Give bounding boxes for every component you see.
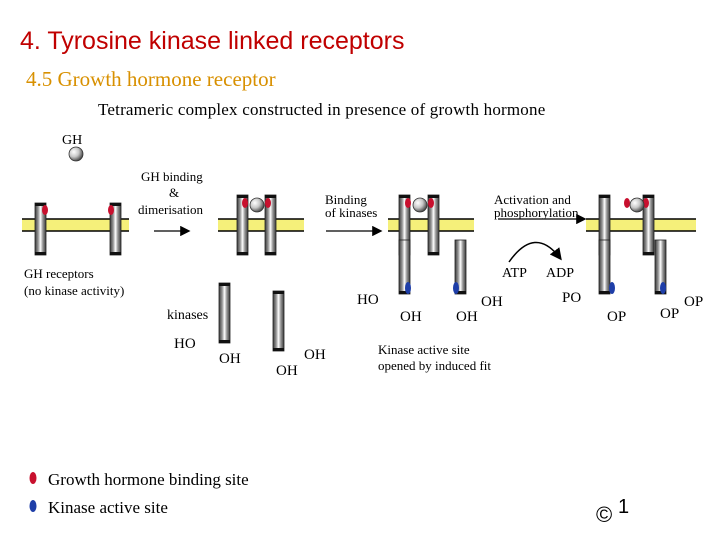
page-number: 1 xyxy=(618,496,630,518)
gh-binding-site xyxy=(108,205,114,215)
gh-binding-site xyxy=(42,205,48,215)
kinase xyxy=(218,282,231,344)
phosphate-group: OP xyxy=(684,294,704,310)
growth-hormone-molecule xyxy=(68,146,84,162)
phosphate-group: OP xyxy=(660,306,680,322)
hydroxyl-group: HO xyxy=(174,336,196,352)
growth-hormone-molecule xyxy=(412,197,428,213)
kinase xyxy=(453,239,467,295)
gh-binding-label-2: & xyxy=(169,185,180,200)
curved-arrow-icon xyxy=(508,241,562,263)
legend-kinase-site-label: Kinase active site xyxy=(48,498,168,517)
activation-label-1: Activation and xyxy=(494,192,571,207)
gh-binding-label-1: GH binding xyxy=(141,169,203,184)
legend-growth-site-label: Growth hormone binding site xyxy=(48,470,249,489)
kinase-site-label-1: Kinase active site xyxy=(378,342,470,357)
gh-label: GH xyxy=(62,133,83,148)
kinase xyxy=(654,239,667,295)
gh-binding-site xyxy=(265,198,271,208)
hydroxyl-group: OH xyxy=(304,347,326,363)
receptor xyxy=(108,202,122,256)
kinase xyxy=(598,239,615,295)
kinases-label: kinases xyxy=(167,308,209,323)
slide-subtitle: 4.5 Growth hormone receptor xyxy=(26,67,276,91)
gh-binding-site xyxy=(242,198,248,208)
legend-kinase-site-icon xyxy=(29,500,37,512)
receptor xyxy=(427,194,440,256)
hydroxyl-group: OH xyxy=(456,309,478,325)
adp-label: ADP xyxy=(546,266,575,281)
hydroxyl-group: OH xyxy=(400,309,422,325)
gh-binding-site xyxy=(405,198,411,208)
phosphate-group: OP xyxy=(607,309,627,325)
copyright-symbol: © xyxy=(596,502,613,527)
activation-label-2: phosphorylation xyxy=(494,205,579,220)
growth-hormone-molecule xyxy=(629,197,645,213)
hydroxyl-group: OH xyxy=(481,294,503,310)
cell-membrane xyxy=(218,218,304,232)
kinase xyxy=(398,239,411,295)
kinase-active-site xyxy=(405,282,411,294)
legend-growth-site-icon xyxy=(29,472,37,484)
receptor xyxy=(642,194,655,256)
receptor xyxy=(34,202,48,256)
slide-title: 4. Tyrosine kinase linked receptors xyxy=(20,27,405,55)
phosphate-group: PO xyxy=(562,290,582,306)
gh-binding-site xyxy=(428,198,434,208)
gh-binding-site xyxy=(624,198,630,208)
hydroxyl-group: OH xyxy=(276,363,298,379)
gh-binding-label-3: dimerisation xyxy=(138,202,203,217)
gh-receptors-label-1: GH receptors xyxy=(24,266,94,281)
hydroxyl-group: HO xyxy=(357,292,379,308)
kinase-active-site xyxy=(660,282,666,294)
kinase-site-label-2: opened by induced fit xyxy=(378,358,491,373)
growth-hormone-molecule xyxy=(249,197,265,213)
atp-label: ATP xyxy=(502,266,527,281)
kinase-active-site xyxy=(453,282,459,294)
slide-caption: Tetrameric complex constructed in presen… xyxy=(98,100,546,119)
gh-receptors-label-2: (no kinase activity) xyxy=(24,283,125,298)
kinase xyxy=(272,290,285,352)
binding-kinases-label-2: of kinases xyxy=(325,205,378,220)
receptor xyxy=(264,194,277,256)
gh-binding-site xyxy=(643,198,649,208)
receptor xyxy=(236,194,249,256)
hydroxyl-group: OH xyxy=(219,351,241,367)
binding-kinases-label-1: Binding xyxy=(325,192,367,207)
kinase-active-site xyxy=(609,282,615,294)
